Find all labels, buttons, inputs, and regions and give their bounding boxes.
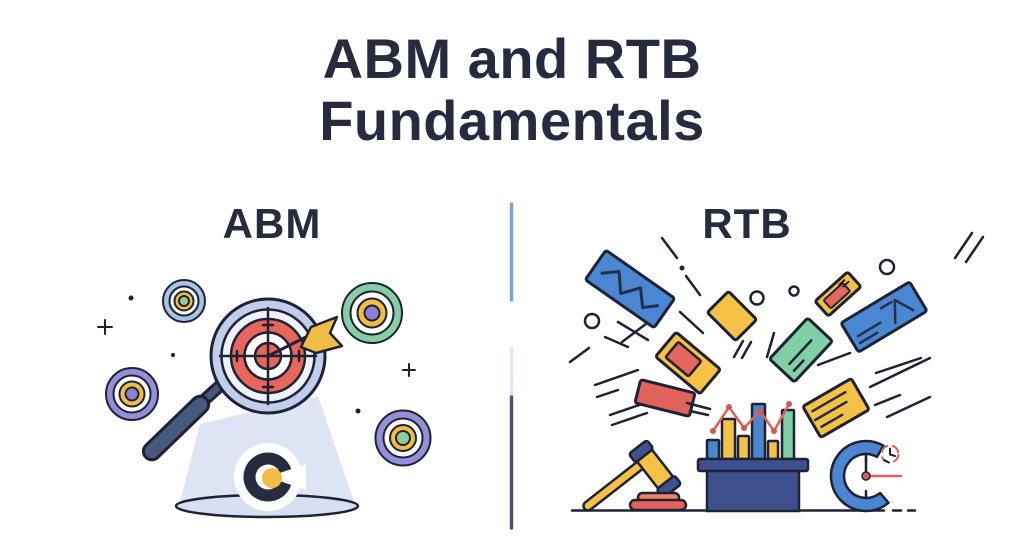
dot-accent: [128, 295, 134, 301]
ad-card-green: [769, 317, 833, 383]
magnifier-handle: [141, 394, 211, 462]
bubble-circle: [878, 258, 896, 276]
bubble-circle: [749, 290, 765, 306]
speed-lines: [568, 231, 985, 427]
ad-card-yellow-diamond: [706, 290, 758, 342]
ad-card-chart-blue: [584, 249, 676, 329]
ad-card-image-blue: [840, 281, 928, 353]
page-title: ABM and RTB Fundamentals: [0, 28, 1024, 152]
bar-chart-icon: [705, 402, 796, 461]
ad-card-red: [633, 378, 697, 418]
trend-line: [710, 401, 792, 434]
dart-icon: [266, 315, 344, 358]
mini-bullseye-icon-top: [162, 279, 206, 323]
auction-podium-icon: [696, 401, 810, 513]
dot-accent: [355, 408, 361, 414]
gavel-block-base: [628, 498, 688, 512]
podium-top: [696, 457, 810, 473]
ad-card-small-yellow-red: [814, 271, 862, 317]
page-title-line1: ABM and RTB: [322, 27, 702, 90]
mini-bullseye-icon-right: [341, 282, 403, 344]
stopwatch-icon: [829, 439, 903, 513]
mini-clock-icon: [880, 444, 900, 464]
mini-bullseye-icon-bottom: [374, 409, 432, 467]
brand-c-logo: [234, 443, 306, 511]
bubble-circle: [583, 312, 601, 330]
dot-accent: [679, 265, 685, 271]
dot-accent: [171, 353, 175, 357]
ad-card-yellow-red: [655, 331, 721, 395]
speed-lines-over: [685, 401, 712, 417]
bubble-circle: [788, 285, 800, 297]
plus-mark: [402, 363, 416, 377]
mini-bullseye-icon-left: [105, 367, 159, 421]
abm-section-label: ABM: [222, 200, 322, 247]
rtb-section-label: RTB: [702, 200, 792, 247]
page-title-line2: Fundamentals: [319, 89, 705, 152]
gavel-icon: [582, 439, 688, 512]
plus-mark: [97, 319, 113, 335]
rtb-illustration: [568, 231, 985, 513]
podium-body: [705, 469, 801, 513]
abm-illustration: [97, 279, 432, 519]
ad-card-text-yellow: [802, 377, 870, 439]
